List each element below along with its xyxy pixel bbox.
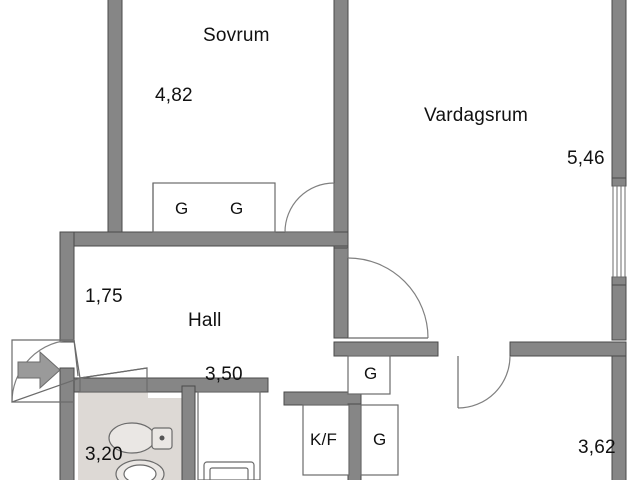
bathroom-door	[79, 367, 148, 393]
fridge-freezer-label: K/F	[310, 430, 338, 449]
toilet-fixture	[108, 422, 173, 454]
doors	[11, 182, 511, 409]
walls	[59, 0, 627, 480]
wall-kitchen-top-right	[509, 341, 627, 357]
wall-bedroom-living-upper	[333, 0, 349, 249]
hall-living-door	[347, 248, 429, 339]
wardrobe-label-bedroom-2: G	[230, 199, 244, 218]
wall-hall-bottom	[73, 377, 269, 393]
dimension-vardagsrum: 5,46	[567, 148, 605, 169]
wall-bath-closet-divider	[181, 385, 196, 480]
wall-hall-west-lower	[59, 367, 75, 480]
shower-tray-fixture	[203, 461, 255, 480]
wall-living-east-lower	[611, 284, 627, 341]
wash-basin-fixture	[115, 459, 165, 480]
wall-hall-top	[59, 231, 349, 247]
bedroom-wardrobes	[152, 182, 276, 233]
wardrobe-label-bedroom-1: G	[175, 199, 189, 218]
wall-hall-west-upper	[59, 231, 75, 343]
room-label-vardagsrum: Vardagsrum	[424, 105, 529, 126]
wall-bedroom-left	[107, 0, 123, 247]
entry-door	[11, 339, 81, 403]
bathroom-fixtures	[108, 391, 261, 480]
room-label-sovrum: Sovrum	[203, 25, 270, 46]
wall-bedroom-living-lower	[333, 247, 349, 339]
room-label-hall: Hall	[188, 310, 222, 331]
window-cap-top	[611, 177, 627, 187]
window-cap-bottom	[611, 276, 627, 286]
dimension-hall-left: 1,75	[85, 286, 123, 307]
dimension-sovrum: 4,82	[155, 85, 193, 106]
dimension-kok: 3,62	[578, 437, 616, 458]
wall-kitchen-left-lower	[347, 403, 362, 480]
living-room-window	[612, 185, 626, 278]
dimension-hall-bottom: 3,50	[205, 364, 243, 385]
kitchen-cabinets	[302, 355, 399, 476]
wardrobe-label-kitchen-upper: G	[364, 364, 378, 383]
entry-arrow-icon	[17, 350, 61, 390]
wall-living-east-upper	[611, 0, 627, 179]
wall-kitchen-east	[611, 355, 627, 480]
bedroom-door	[284, 182, 335, 233]
dimension-badrum: 3,20	[85, 444, 123, 465]
kitchen-door	[457, 355, 511, 409]
wall-kitchen-top-left	[333, 341, 439, 357]
wardrobe-label-kitchen-lower: G	[373, 430, 387, 449]
